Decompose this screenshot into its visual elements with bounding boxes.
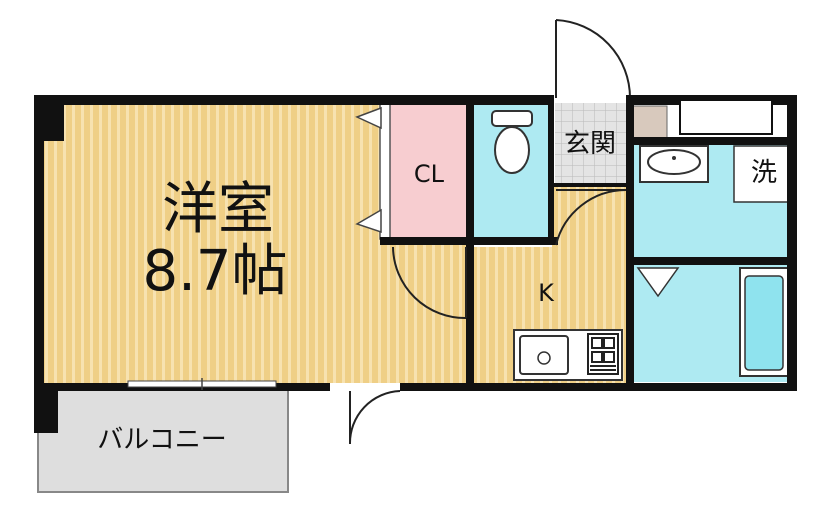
washer-space — [733, 145, 791, 203]
stove-icon — [587, 333, 619, 375]
room-door — [392, 246, 467, 320]
entrance-label: 玄関 — [564, 129, 616, 159]
entrance — [555, 103, 630, 185]
kitchen-hall — [552, 185, 630, 247]
closet-door-mark — [355, 106, 382, 130]
closet — [390, 104, 470, 239]
western-room-name: 洋室 — [162, 177, 274, 242]
washbasin — [639, 145, 709, 183]
toilet-icon — [491, 110, 533, 174]
entrance-door — [555, 19, 632, 99]
closet-label: CL — [414, 160, 445, 188]
shoe-box — [629, 105, 668, 142]
bath-door-mark — [636, 267, 680, 298]
balcony-door — [348, 390, 401, 445]
western-room-size: 8.7帖 — [142, 239, 287, 304]
balcony — [37, 387, 289, 493]
closet-door-mark — [355, 208, 382, 234]
washer-label: 洗 — [751, 158, 777, 188]
sink — [519, 335, 569, 375]
balcony-label: バルコニー — [97, 425, 226, 455]
kitchen-label: K — [538, 279, 555, 307]
